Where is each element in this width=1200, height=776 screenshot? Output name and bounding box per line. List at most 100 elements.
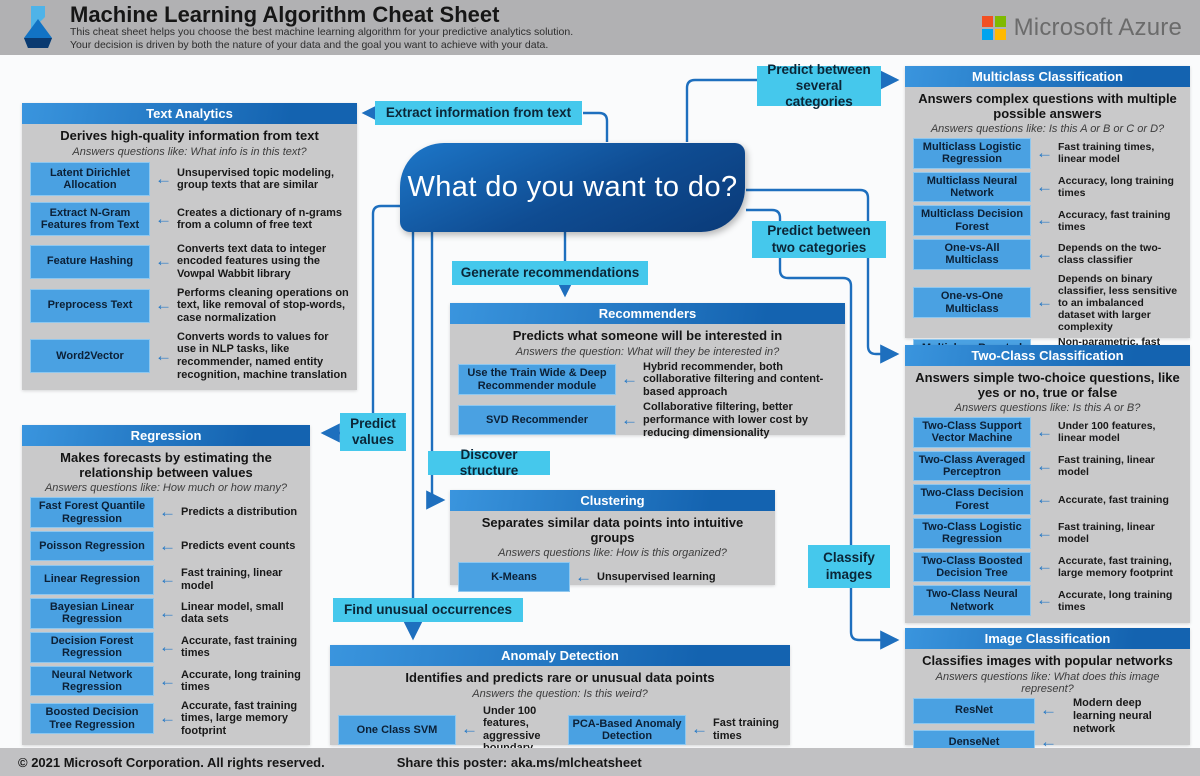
panel-title: Recommenders xyxy=(450,303,845,324)
decision-label-predict-several-categories: Predict between several categories xyxy=(757,62,881,109)
arrow-left-icon: ← xyxy=(461,719,478,739)
algorithm-row: SVD Recommender ← Collaborative filterin… xyxy=(458,401,837,439)
panel-multiclass-classification: Multiclass Classification Answers comple… xyxy=(905,66,1190,372)
recommenders-items: Use the Train Wide & Deep Recommender mo… xyxy=(458,361,837,440)
algorithm-box[interactable]: Two-Class Boosted Decision Tree xyxy=(913,551,1031,583)
algorithm-row: Two-Class Decision Forest ← Accurate, fa… xyxy=(913,484,1182,515)
arrow-left-icon: ← xyxy=(1036,292,1053,312)
algorithm-box[interactable]: One Class SVM xyxy=(338,714,456,745)
algorithm-description: Hybrid recommender, both collaborative f… xyxy=(643,360,824,398)
panel-heading: Predicts what someone will be interested… xyxy=(512,328,783,343)
algorithm-box[interactable]: Linear Regression xyxy=(30,564,154,595)
algorithm-box[interactable]: Preprocess Text xyxy=(30,288,150,323)
panel-hint: Answers questions like: Is this A or B o… xyxy=(930,123,1165,136)
decision-label-discover-structure: Discover structure xyxy=(428,447,550,478)
algorithm-box[interactable]: Two-Class Support Vector Machine xyxy=(913,417,1031,448)
arrow-left-icon: ← xyxy=(159,569,176,589)
multiclass-items: Multiclass Logistic Regression ← Fast tr… xyxy=(913,138,1182,372)
algorithm-row: Poisson Regression ← Predicts event coun… xyxy=(30,531,302,562)
panel-regression: Regression Makes forecasts by estimating… xyxy=(22,425,310,745)
arrow-left-icon: ← xyxy=(159,708,176,728)
algorithm-box[interactable]: Poisson Regression xyxy=(30,531,154,562)
algorithm-row: Feature Hashing ← Converts text data to … xyxy=(30,243,349,281)
panel-hint: Answers the question: Is this weird? xyxy=(472,687,648,700)
algorithm-box[interactable]: Multiclass Neural Network xyxy=(913,171,1031,203)
algorithm-description: Collaborative filtering, better performa… xyxy=(643,401,809,439)
arrow-left-icon: ← xyxy=(691,719,708,739)
decision-label-generate-recommendations: Generate recommendations xyxy=(452,261,648,285)
algorithm-box[interactable]: Two-Class Logistic Regression xyxy=(913,518,1031,549)
algorithm-row: PCA-Based Anomaly Detection ← Fast train… xyxy=(568,714,782,746)
arrow-left-icon: ← xyxy=(155,345,172,365)
algorithm-box[interactable]: Two-Class Decision Forest xyxy=(913,484,1031,515)
algorithm-description: Fast training times xyxy=(713,717,780,742)
algorithm-row: Fast Forest Quantile Regression ← Predic… xyxy=(30,497,302,528)
panel-image-classification: Image Classification Classifies images w… xyxy=(905,628,1190,756)
algorithm-box[interactable]: Two-Class Neural Network xyxy=(913,585,1031,616)
algorithm-description: Converts words to values for use in NLP … xyxy=(177,330,347,381)
subtitle-line-2: Your decision is driven by both the natu… xyxy=(70,39,549,52)
algorithm-description: Accurate, fast training times xyxy=(181,634,298,660)
arrow-left-icon: ← xyxy=(1040,700,1057,720)
algorithm-description: Accurate, long training times xyxy=(181,668,301,694)
connector-into-image-classification xyxy=(746,208,900,650)
algorithm-row: Extract N-Gram Features from Text ← Crea… xyxy=(30,202,349,237)
share-poster-link[interactable]: Share this poster: aka.ms/mlcheatsheet xyxy=(396,754,642,770)
algorithm-box[interactable]: Multiclass Logistic Regression xyxy=(913,138,1031,169)
connector-into-multiclass xyxy=(685,70,900,142)
algorithm-description: Predicts a distribution xyxy=(181,506,298,519)
algorithm-box[interactable]: Neural Network Regression xyxy=(30,665,154,697)
algorithm-box[interactable]: One-vs-One Multiclass xyxy=(913,287,1031,319)
panel-hint: Answers questions like: How is this orga… xyxy=(498,547,727,560)
panel-hint: Answers questions like: What does this i… xyxy=(935,670,1160,695)
algorithm-box[interactable]: Bayesian Linear Regression xyxy=(30,597,154,629)
arrow-left-icon: ← xyxy=(621,409,638,429)
algorithm-box[interactable]: Multiclass Decision Forest xyxy=(913,205,1031,236)
algorithm-box[interactable]: K-Means xyxy=(458,562,570,593)
algorithm-description: Under 100 features, linear model xyxy=(1058,420,1156,445)
algorithm-row: Boosted Decision Tree Regression ← Accur… xyxy=(30,700,302,738)
algorithm-box[interactable]: PCA-Based Anomaly Detection xyxy=(568,714,686,746)
panel-heading: Classifies images with popular networks xyxy=(922,653,1173,668)
regression-items: Fast Forest Quantile Regression ← Predic… xyxy=(30,497,302,738)
page-title: Machine Learning Algorithm Cheat Sheet xyxy=(70,1,500,27)
algorithm-box[interactable]: One-vs-All Multiclass xyxy=(913,238,1031,270)
algorithm-box[interactable]: Two-Class Averaged Perceptron xyxy=(913,450,1031,482)
algorithm-box[interactable]: Feature Hashing xyxy=(30,244,150,279)
clustering-items: K-Means ← Unsupervised learning xyxy=(458,562,767,593)
arrow-left-icon: ← xyxy=(1036,556,1053,576)
decision-label-find-unusual-occurrences: Find unusual occurrences xyxy=(333,598,523,622)
algorithm-box[interactable]: Fast Forest Quantile Regression xyxy=(30,497,154,528)
arrow-left-icon: ← xyxy=(1040,732,1057,752)
algorithm-description: Converts text data to integer encoded fe… xyxy=(177,242,327,280)
panel-title: Multiclass Classification xyxy=(905,66,1190,87)
panel-two-class-classification: Two-Class Classification Answers simple … xyxy=(905,345,1190,623)
arrow-left-icon: ← xyxy=(1036,455,1053,475)
algorithm-description: Predicts event counts xyxy=(181,539,296,552)
algorithm-row: Bayesian Linear Regression ← Linear mode… xyxy=(30,597,302,629)
algorithm-description: Accurate, fast training, large memory fo… xyxy=(1058,554,1173,579)
algorithm-row: Two-Class Averaged Perceptron ← Fast tra… xyxy=(913,450,1182,482)
algorithm-box[interactable]: ResNet xyxy=(913,697,1035,724)
connector-into-two-class xyxy=(746,188,900,364)
arrow-left-icon: ← xyxy=(1036,522,1053,542)
algorithm-box[interactable]: Extract N-Gram Features from Text xyxy=(30,202,150,237)
algorithm-box[interactable]: Latent Dirichlet Allocation xyxy=(30,162,150,197)
azure-ml-flask-icon xyxy=(16,5,60,51)
microsoft-azure-logo: Microsoft Azure xyxy=(981,0,1182,55)
panel-clustering: Clustering Separates similar data points… xyxy=(450,490,775,593)
decision-label-predict-values: Predict values xyxy=(340,413,406,451)
algorithm-box[interactable]: Boosted Decision Tree Regression xyxy=(30,703,154,735)
algorithm-description: Linear model, small data sets xyxy=(181,600,284,626)
algorithm-box[interactable]: Decision Forest Regression xyxy=(30,631,154,663)
algorithm-description: Fast training, linear model xyxy=(1058,453,1155,479)
algorithm-row: Linear Regression ← Fast training, linea… xyxy=(30,564,302,595)
algorithm-box[interactable]: Word2Vector xyxy=(30,339,150,374)
algorithm-box[interactable]: Use the Train Wide & Deep Recommender mo… xyxy=(458,364,616,395)
algorithm-box[interactable]: SVD Recommender xyxy=(458,405,616,436)
algorithm-description: Unsupervised learning xyxy=(597,570,716,583)
text-analytics-items: Latent Dirichlet Allocation ← Unsupervis… xyxy=(30,161,349,383)
algorithm-description: Accuracy, long training times xyxy=(1058,174,1174,200)
